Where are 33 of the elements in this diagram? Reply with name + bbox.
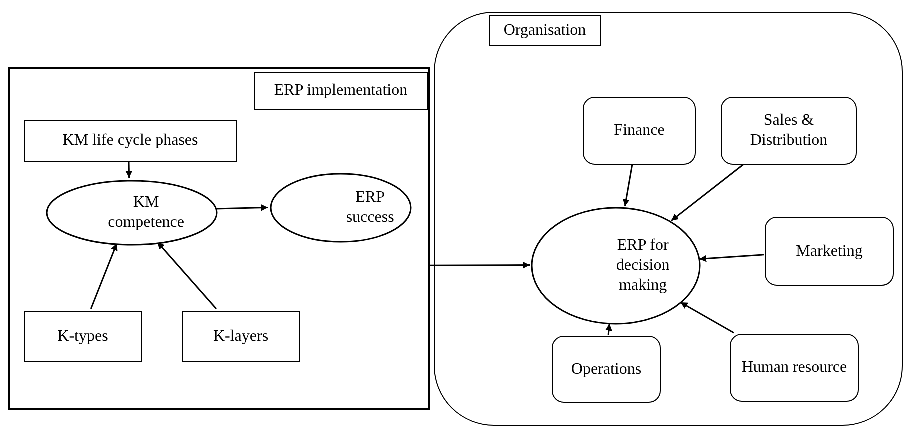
- implementation-frame: [8, 67, 430, 410]
- node-label: Human resource: [742, 358, 848, 378]
- node-label: K-layers: [213, 326, 269, 346]
- arrow: [700, 254, 764, 262]
- heading-label: ERP implementation: [254, 72, 428, 110]
- arrow: [216, 204, 268, 212]
- node-label: KM life cycle phases: [62, 131, 198, 151]
- organisation-region: [434, 12, 903, 426]
- node-label: Marketing: [796, 242, 863, 262]
- node-label: Sales & Distribution: [749, 111, 829, 151]
- function-box: [721, 97, 857, 165]
- process-box: [24, 311, 142, 362]
- arrow: [430, 262, 530, 269]
- process-box: [182, 311, 300, 362]
- node-label: K-types: [58, 326, 108, 346]
- function-box: [730, 334, 859, 402]
- arrow: [90, 243, 118, 310]
- node-label: Operations: [571, 360, 642, 380]
- function-box: [552, 336, 661, 403]
- node-label: ERP for decision making: [616, 236, 670, 296]
- function-box: [765, 217, 894, 286]
- arrow: [157, 242, 218, 310]
- heading-label: Organisation: [489, 15, 601, 46]
- arrow: [605, 324, 612, 336]
- arrow: [126, 160, 133, 178]
- function-box: [583, 97, 696, 165]
- arrow: [680, 302, 734, 334]
- process-box: [24, 120, 237, 162]
- node-label: KM competence: [108, 193, 185, 233]
- node-label: ERP success: [346, 188, 394, 228]
- arrow: [671, 163, 745, 222]
- arrow: [622, 164, 634, 207]
- node-label: Finance: [614, 121, 665, 141]
